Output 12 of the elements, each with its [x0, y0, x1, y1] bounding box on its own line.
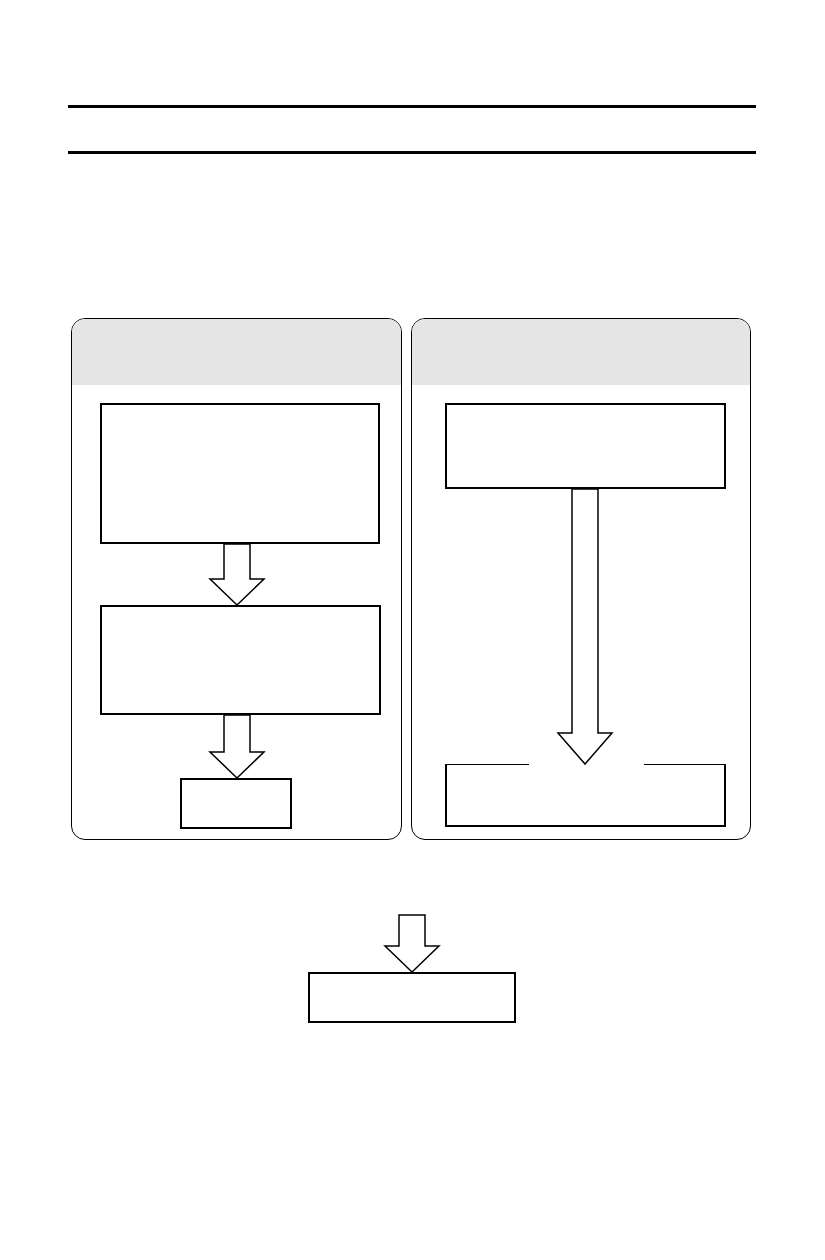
- process-box: [99, 604, 381, 715]
- process-box: [308, 972, 516, 1023]
- rounded-panel: [411, 318, 751, 840]
- process-box: [179, 777, 292, 829]
- process-box: [99, 402, 380, 544]
- block-arrow: [208, 543, 266, 607]
- block-arrow: [556, 488, 614, 766]
- process-box: [444, 402, 726, 489]
- process-box: [444, 763, 726, 827]
- block-arrow: [208, 714, 266, 780]
- block-arrow: [383, 914, 441, 974]
- rounded-panel: [71, 318, 402, 840]
